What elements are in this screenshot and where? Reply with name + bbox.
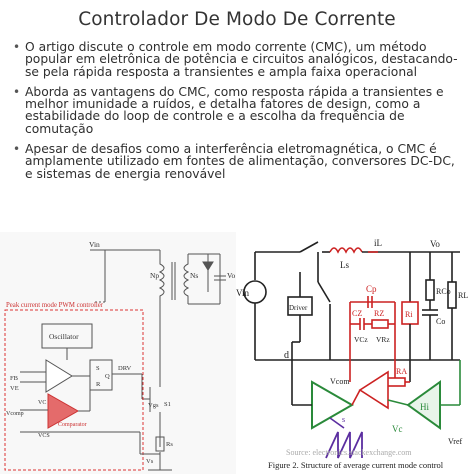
vcom-label: Vcom <box>330 377 350 386</box>
latch-q-label: Q <box>105 373 110 380</box>
vcomp-label: Vcomp <box>6 411 24 417</box>
ls-label: Ls <box>340 260 349 270</box>
vref-label: Vref <box>448 437 463 446</box>
fb-label: FB <box>10 375 19 382</box>
controller-label: Peak current mode PWM controller <box>6 302 104 309</box>
vs-label: Vs <box>146 458 154 465</box>
page-title: Controlador De Modo De Corrente <box>78 9 396 30</box>
hi-label: Hi <box>420 402 429 412</box>
il-label: iL <box>374 238 382 248</box>
vgs-label: Vgs <box>148 402 159 409</box>
left-circuit <box>0 232 236 474</box>
vc-label: VC <box>38 400 46 406</box>
ra-label: RA <box>396 367 407 376</box>
figure-caption: Figure 2. Structure of average current m… <box>268 460 444 470</box>
vcz-label: VCz <box>354 335 368 344</box>
driver-label: Driver <box>289 304 308 312</box>
s-label: s <box>342 415 345 424</box>
rl-label: RL <box>458 291 468 300</box>
vo-label: Vo <box>227 271 235 280</box>
cp-label: Cp <box>366 284 377 294</box>
left-circuit-labels: Vin Np Ns Vo Peak current mode PWM contr… <box>6 240 235 465</box>
circuit-figure: Vin Np Ns Vo Peak current mode PWM contr… <box>0 232 474 474</box>
d-label: d <box>284 350 289 361</box>
latch-s-label: S <box>96 365 100 372</box>
cz-label: CZ <box>352 309 362 318</box>
vin-r-label: Vin <box>236 288 249 298</box>
np-label: Np <box>150 271 159 280</box>
co-label: Co <box>436 317 445 326</box>
vrz-label: VRz <box>376 335 390 344</box>
vo-r-label: Vo <box>430 239 440 249</box>
latch-r-label: R <box>96 381 101 388</box>
rs-label: Rs <box>166 441 173 448</box>
vin-label: Vin <box>89 240 100 249</box>
comparator-label: Comparator <box>58 422 87 428</box>
circuit-figure-svg: Vin Np Ns Vo Peak current mode PWM contr… <box>0 232 468 474</box>
s1-label: S1 <box>164 401 171 408</box>
bullet-item: Aborda as vantagens do CMC, como respost… <box>13 86 465 135</box>
bullet-item: O artigo discute o controle em modo corr… <box>13 41 465 78</box>
drv-label: DRV <box>118 365 132 372</box>
rz-label: RZ <box>374 309 384 318</box>
oscillator-label: Oscillator <box>49 332 79 341</box>
ns-label: Ns <box>190 271 198 280</box>
watermark: Source: electronics.stackexchange.com <box>286 448 412 457</box>
right-circuit <box>243 241 461 459</box>
bullet-item: Apesar de desafios como a interferência … <box>13 143 465 180</box>
bullet-list: O artigo discute o controle em modo corr… <box>13 41 465 188</box>
rco-label: RCo <box>436 287 451 296</box>
vc-r-label: Vc <box>392 424 403 434</box>
ri-label: Ri <box>405 310 413 319</box>
vcs-label: VCS <box>38 433 50 439</box>
right-circuit-labels: Vin iL Ls Vo RCo Co RL Driver d Cp CZ RZ… <box>236 238 468 470</box>
ve-label: VE <box>10 385 19 392</box>
